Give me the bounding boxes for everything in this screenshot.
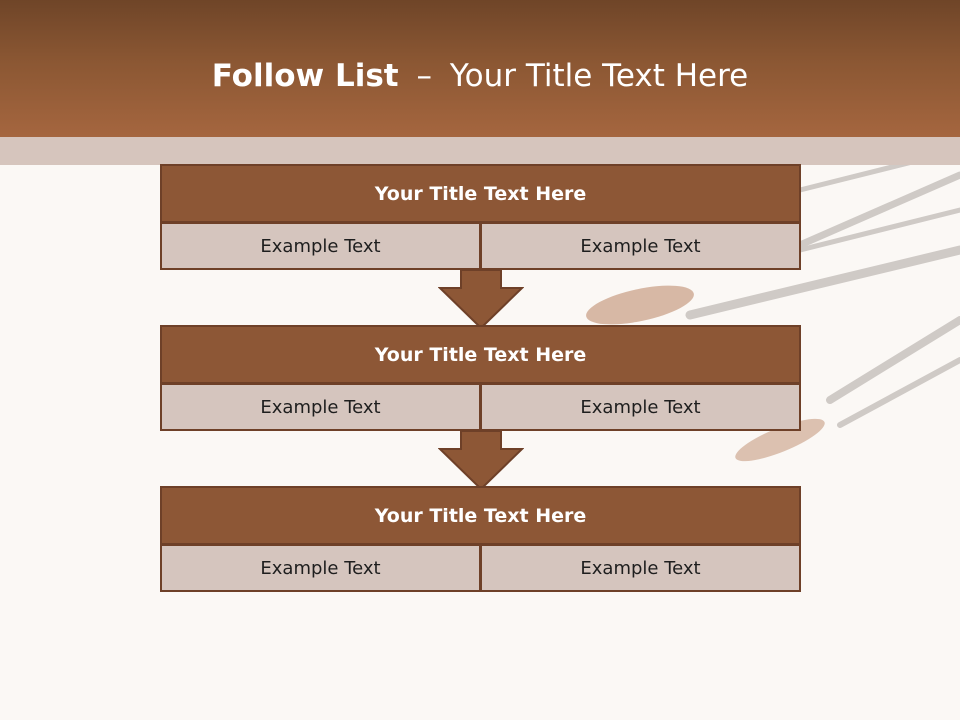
header-bar: Follow List – Your Title Text Here: [0, 0, 960, 137]
step-title: Your Title Text Here: [162, 488, 799, 543]
down-arrow-icon: [438, 270, 524, 330]
step-table-3: Your Title Text Here Example Text Exampl…: [160, 486, 801, 592]
down-arrow-icon: [438, 431, 524, 491]
step-table-2: Your Title Text Here Example Text Exampl…: [160, 325, 801, 431]
step-cell-left: Example Text: [162, 224, 479, 268]
step-cell-left: Example Text: [162, 385, 479, 429]
header-band: [0, 137, 960, 165]
title-bold-part: Follow List: [211, 58, 399, 94]
step-title: Your Title Text Here: [162, 166, 799, 221]
title-separator: –: [416, 58, 432, 94]
step-cell-right: Example Text: [482, 224, 799, 268]
step-title: Your Title Text Here: [162, 327, 799, 382]
slide-title: Follow List – Your Title Text Here: [0, 56, 960, 96]
step-cell-right: Example Text: [482, 546, 799, 590]
step-cell-right: Example Text: [482, 385, 799, 429]
step-cell-left: Example Text: [162, 546, 479, 590]
step-table-1: Your Title Text Here Example Text Exampl…: [160, 164, 801, 270]
title-rest-part: Your Title Text Here: [449, 58, 749, 94]
